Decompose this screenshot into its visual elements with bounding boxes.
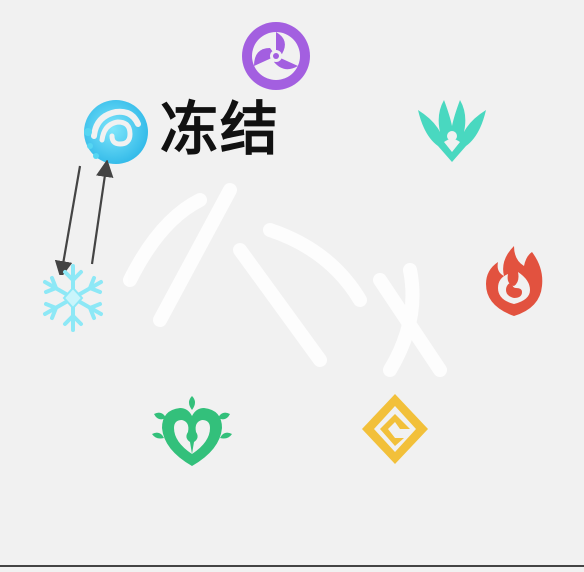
pyro-icon — [486, 246, 543, 316]
hydro-icon — [84, 100, 148, 164]
reaction-arrows — [54, 160, 114, 275]
cryo-icon — [43, 264, 103, 332]
arrow-up — [90, 160, 114, 265]
bottom-divider — [0, 565, 584, 567]
reaction-title: 冻结 — [160, 95, 281, 163]
geo-icon — [362, 394, 428, 464]
dendro-icon — [152, 396, 232, 466]
arrow-down — [54, 165, 82, 275]
anemo-icon — [418, 100, 486, 162]
watermark-logo — [123, 183, 447, 377]
electro-icon — [242, 22, 310, 90]
